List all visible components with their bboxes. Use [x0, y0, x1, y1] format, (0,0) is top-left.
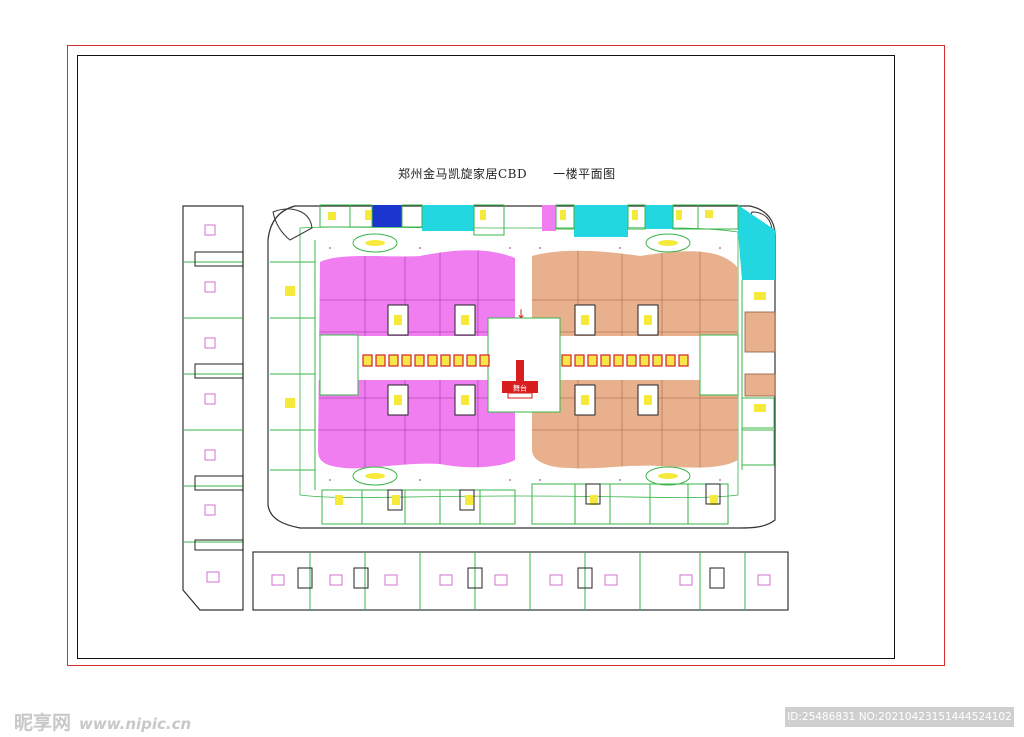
image-id-label: ID:25486831 NO:20210423151444524102 — [785, 707, 1014, 727]
plan-title-project: 郑州金马凯旋家居CBD — [398, 167, 528, 181]
drawing-frame — [77, 55, 895, 659]
stage — [502, 360, 538, 399]
corridor-stalls — [362, 354, 689, 367]
west-shop-strip — [182, 205, 244, 611]
escalator-cores — [387, 304, 659, 416]
plan-title-floor: 一楼平面图 — [553, 167, 616, 181]
lower-inner-shops — [321, 483, 729, 525]
atrium-ovals — [352, 233, 691, 486]
watermark-logo: 昵享网 www.nipic.cn — [14, 708, 191, 735]
watermark-brand: 昵享网 — [14, 712, 72, 734]
north-shop-row — [319, 204, 775, 280]
watermark-url: www.nipic.cn — [79, 715, 192, 733]
column-grid-markers — [329, 247, 721, 481]
entrance-arrow: ↓ — [516, 307, 526, 321]
south-shop-row — [252, 551, 789, 611]
outer-border-frame — [67, 45, 945, 666]
stage-label: 舞台 — [513, 384, 527, 393]
plan-title: 郑州金马凯旋家居CBD 一楼平面图 — [398, 165, 616, 182]
inner-perimeter-shops — [270, 240, 775, 490]
